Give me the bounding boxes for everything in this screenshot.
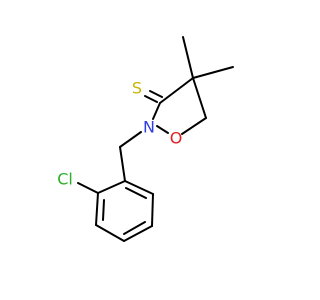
bond-c4-c5: [192, 77, 207, 119]
bond-c4-methyl-right: [192, 66, 234, 79]
bond-ch2-aryl: [119, 146, 126, 182]
bond-ar1-ar2: [97, 180, 126, 194]
bond-c3-s-b: [149, 90, 163, 98]
chlorine-atom-label: Cl: [57, 170, 73, 189]
bond-c5-o: [181, 117, 207, 135]
bond-ar2-ar3: [95, 192, 99, 226]
bond-ar4-ar5: [123, 225, 153, 242]
bond-c3-c4: [159, 77, 194, 104]
molecule-structure-diagram: S N O Cl: [57, 36, 234, 242]
bond-ar3-ar4: [95, 224, 125, 242]
bond-c4-methyl-up: [182, 36, 194, 79]
bond-c3-s-a: [144, 95, 158, 103]
atom-labels: S N O Cl: [57, 79, 182, 189]
bond-ar-inner-2: [123, 221, 146, 235]
bond-ar-inner-1: [102, 199, 105, 221]
sulfur-atom-label: S: [132, 79, 142, 98]
oxygen-atom-label: O: [170, 129, 183, 148]
bond-o-n: [156, 125, 169, 134]
nitrogen-atom-label: N: [143, 118, 155, 137]
bond-n-c3: [152, 102, 161, 120]
bond-n-ch2: [119, 131, 142, 148]
bond-ar5-ar6: [151, 193, 154, 227]
bond-ar-inner-3: [125, 187, 147, 199]
bonds: [77, 36, 234, 242]
bond-ar6-ar1: [124, 180, 154, 195]
bond-ar2-cl: [77, 182, 99, 194]
